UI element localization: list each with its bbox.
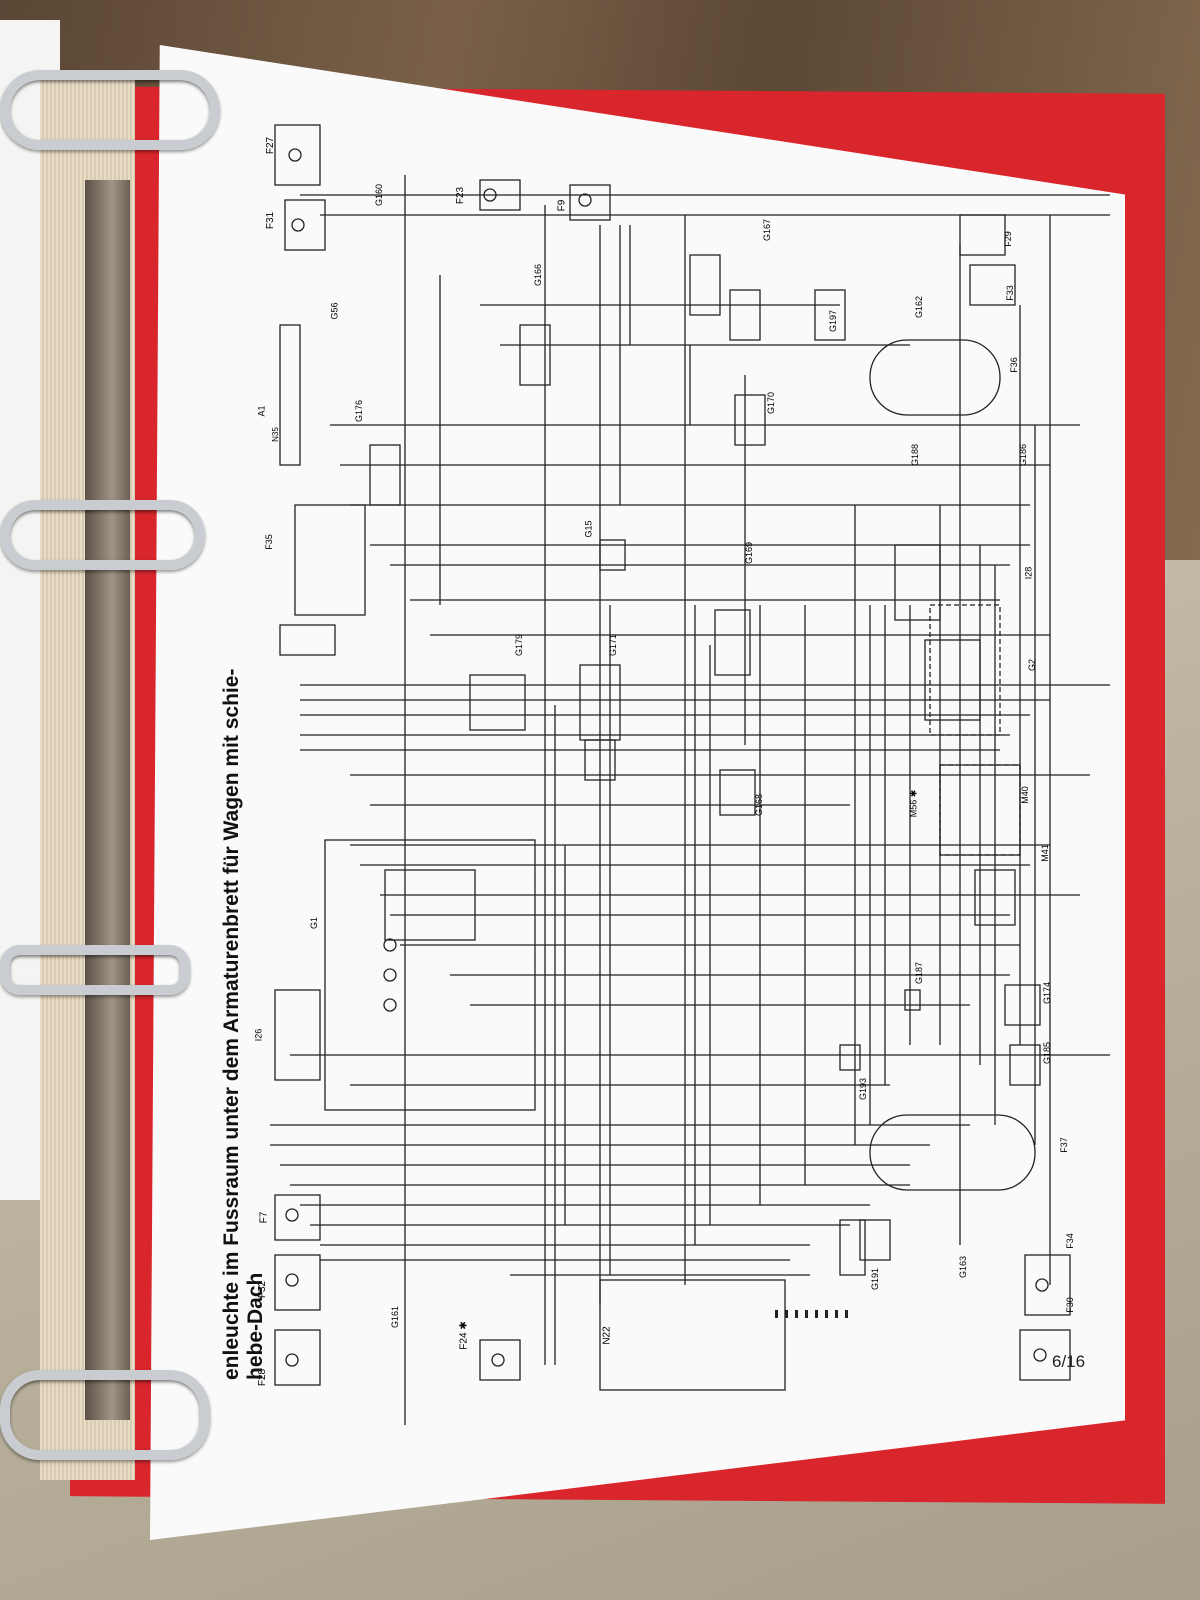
wiring-diagram xyxy=(270,124,1110,1425)
binder-spine xyxy=(85,180,130,1420)
binder-ring-bottom xyxy=(0,1370,210,1460)
binder-ring-top xyxy=(0,70,220,150)
page-number: 6/16 xyxy=(1052,1352,1086,1371)
diagram-title: enleuchte im Fussraum unter dem Armature… xyxy=(220,280,268,1380)
title-line-1: enleuchte im Fussraum unter dem Armature… xyxy=(220,668,243,1380)
binder-ring-middle-upper xyxy=(0,500,205,570)
title-line-2: hebe-Dach xyxy=(244,1272,267,1380)
binder-ring-middle-lower xyxy=(0,945,190,995)
wiring-diagram-page xyxy=(150,45,1125,1540)
